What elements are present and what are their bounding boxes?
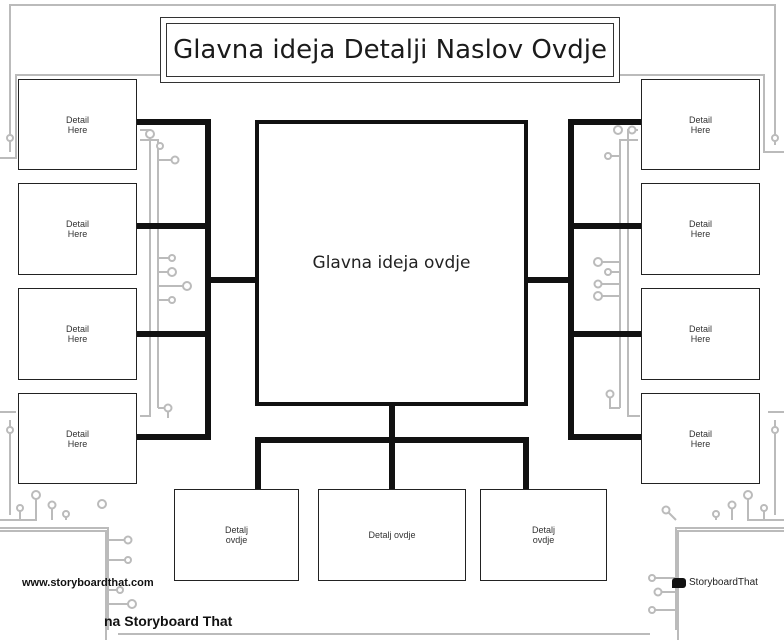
right-detail-box-2[interactable]: Detail Here [641,183,760,275]
bottom-detail-box-1[interactable]: Detalj ovdje [174,489,299,581]
website-url[interactable]: www.storyboardthat.com [22,577,154,589]
brand-name: StoryboardThat [689,577,758,588]
speech-bubble-icon [672,577,686,588]
left-detail-box-1[interactable]: Detail Here [18,79,137,170]
bottom-detail-box-2[interactable]: Detalj ovdje [318,489,466,581]
detail-text: Detail Here [688,428,712,449]
detail-text: Detalj ovdje [368,530,416,540]
detail-text: Detail Here [688,219,712,239]
title-outer-frame [160,17,620,83]
brand-logo: StoryboardThat [672,577,758,588]
bottom-detail-box-3[interactable]: Detalj ovdje [480,489,607,581]
detail-text: Detail Here [65,219,89,239]
detail-text: Detail Here [65,428,89,449]
detail-text: Detail Here [65,114,89,135]
left-detail-box-2[interactable]: Detail Here [18,183,137,275]
page-title[interactable]: Glavna ideja Detalji Naslov Ovdje [166,23,614,77]
detail-text: Detail Here [65,324,89,344]
main-idea-box[interactable]: Glavna ideja ovdje [255,120,528,406]
left-detail-box-3[interactable]: Detail Here [18,288,137,380]
footer-text: na Storyboard That [104,613,233,629]
right-detail-box-1[interactable]: Detail Here [641,79,760,170]
detail-text: Detail Here [688,324,712,344]
left-detail-box-4[interactable]: Detail Here [18,393,137,484]
right-detail-box-4[interactable]: Detail Here [641,393,760,484]
detail-text: Detalj ovdje [531,525,555,545]
right-detail-box-3[interactable]: Detail Here [641,288,760,380]
detail-text: Detalj ovdje [224,525,248,545]
detail-text: Detail Here [688,114,712,135]
main-idea-text: Glavna ideja ovdje [312,253,471,273]
